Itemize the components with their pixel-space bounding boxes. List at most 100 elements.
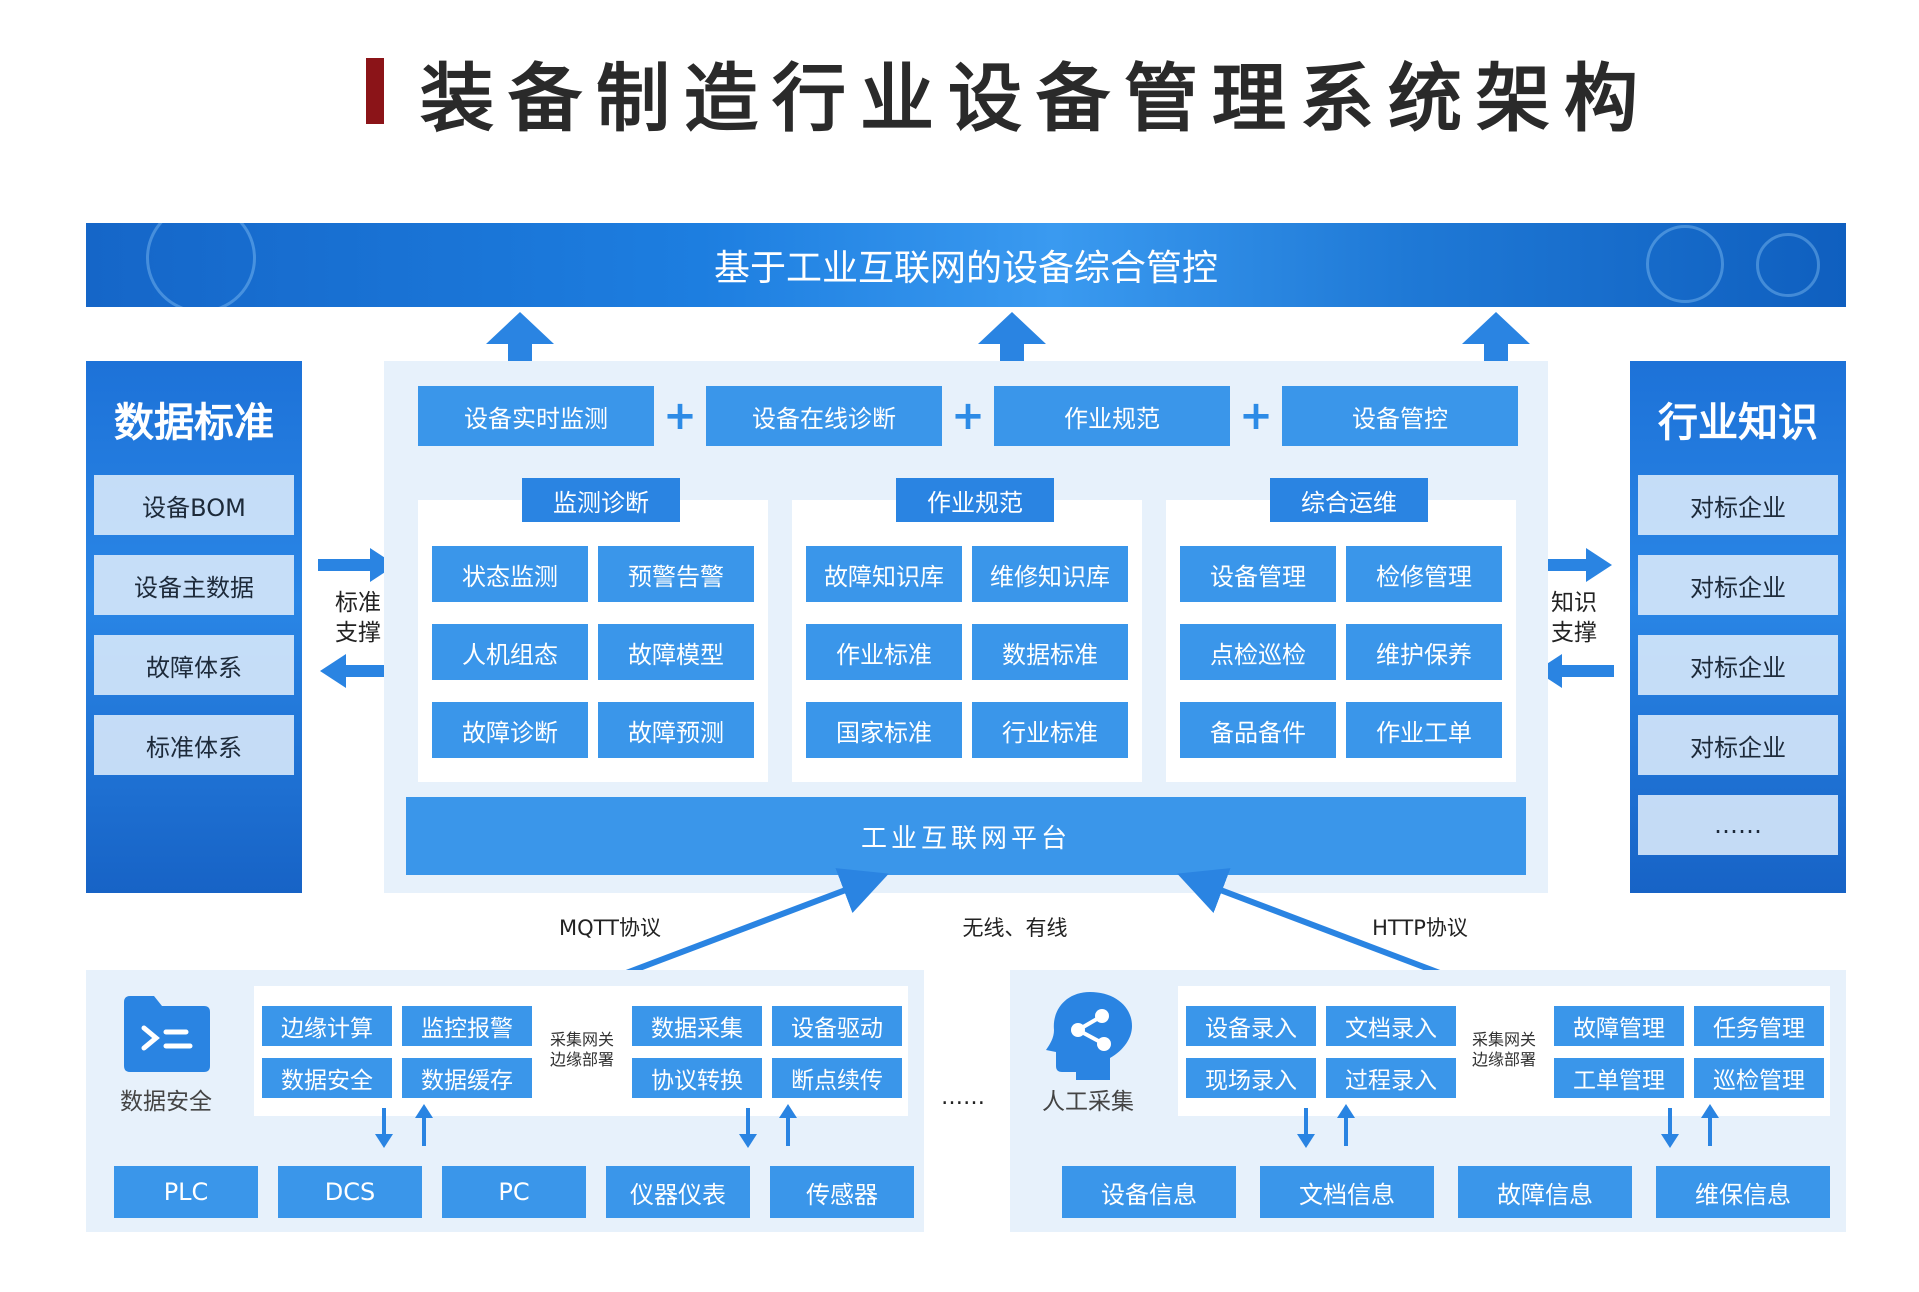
gateway-line: 采集网关	[549, 1030, 614, 1049]
plus-icon: +	[663, 393, 697, 439]
device-box: 传感器	[770, 1166, 914, 1218]
standard-item: 标准体系	[94, 715, 294, 775]
function-cell: 国家标准	[806, 702, 962, 758]
left-arrow-icon	[1536, 654, 1614, 688]
function-cell: 作业标准	[806, 624, 962, 680]
gateway-line: 边缘部署	[549, 1050, 614, 1069]
group-operations: 综合运维 设备管理 检修管理 点检巡检 维护保养 备品备件 作业工单	[1166, 478, 1516, 782]
function-cell: 状态监测	[432, 546, 588, 602]
standard-item: 设备主数据	[94, 555, 294, 615]
link-label-line: 知识	[1551, 590, 1597, 616]
info-box: 设备信息	[1062, 1166, 1236, 1218]
function-cell: 预警告警	[598, 546, 754, 602]
plus-icon: +	[951, 393, 985, 439]
up-arrow-icon	[1462, 312, 1530, 374]
function-cell: 点检巡检	[1180, 624, 1336, 680]
entry-cell: 巡检管理	[1694, 1058, 1824, 1098]
entry-cell: 现场录入	[1186, 1058, 1316, 1098]
device-box: DCS	[278, 1166, 422, 1218]
title-accent-bar	[366, 58, 384, 124]
function-cell: 作业工单	[1346, 702, 1502, 758]
gateway-line: 采集网关	[1471, 1030, 1536, 1049]
right-arrow-icon	[1534, 548, 1612, 582]
function-cell: 设备管理	[1180, 546, 1336, 602]
up-arrow-icon	[978, 312, 1046, 374]
benchmark-item: 对标企业	[1638, 555, 1838, 615]
device-box: 仪器仪表	[606, 1166, 750, 1218]
plus-icon: +	[1239, 393, 1273, 439]
link-label-line: 标准	[335, 590, 381, 616]
function-cell: 维修知识库	[972, 546, 1128, 602]
http-label: HTTP协议	[1372, 916, 1468, 940]
bidirectional-arrow-icon	[1661, 1104, 1719, 1148]
bidirectional-arrow-icon	[1297, 1104, 1355, 1148]
edge-cell: 监控报警	[402, 1006, 532, 1046]
benchmark-item: 对标企业	[1638, 475, 1838, 535]
link-label-line: 支撑	[335, 620, 381, 646]
banner: 基于工业互联网的设备综合管控	[86, 223, 1846, 307]
device-box: PC	[442, 1166, 586, 1218]
function-cell: 检修管理	[1346, 546, 1502, 602]
panel-title: 行业知识	[1658, 400, 1818, 446]
ellipsis: ……	[941, 1084, 985, 1110]
data-security-icon	[124, 996, 210, 1072]
panel-title: 数据标准	[114, 400, 274, 446]
group-title: 作业规范	[896, 478, 1054, 522]
standard-item: 故障体系	[94, 635, 294, 695]
edge-cell: 数据采集	[632, 1006, 762, 1046]
entry-cell: 故障管理	[1554, 1006, 1684, 1046]
up-arrow-icon	[486, 312, 554, 374]
bidirectional-arrow-icon	[375, 1104, 433, 1148]
function-cell: 备品备件	[1180, 702, 1336, 758]
bottom-left-panel: 数据安全 边缘计算 监控报警 数据安全 数据缓存 采集网关 边缘部署 数据采集 …	[86, 970, 924, 1232]
top-capability-box: 设备在线诊断	[706, 386, 942, 446]
info-box: 维保信息	[1656, 1166, 1830, 1218]
data-standard-panel: 数据标准 设备BOM 设备主数据 故障体系 标准体系	[86, 361, 302, 893]
edge-cell: 数据安全	[262, 1058, 392, 1098]
function-cell: 故障模型	[598, 624, 754, 680]
gateway-line: 边缘部署	[1471, 1050, 1536, 1069]
function-cell: 故障知识库	[806, 546, 962, 602]
banner-decor-ring	[1646, 225, 1724, 303]
standard-item: 设备BOM	[94, 475, 294, 535]
top-capability-box: 作业规范	[994, 386, 1230, 446]
function-cell: 故障预测	[598, 702, 754, 758]
benchmark-item: 对标企业	[1638, 715, 1838, 775]
benchmark-item: 对标企业	[1638, 635, 1838, 695]
manual-collection-icon	[1046, 992, 1132, 1080]
right-arrow-icon	[318, 548, 396, 582]
banner-decor-ring	[1756, 233, 1820, 297]
left-arrow-icon	[320, 654, 398, 688]
edge-cell: 设备驱动	[772, 1006, 902, 1046]
industry-knowledge-panel: 行业知识 对标企业 对标企业 对标企业 对标企业 ……	[1630, 361, 1846, 893]
manual-collection-label: 人工采集	[1042, 1089, 1134, 1115]
info-box: 故障信息	[1458, 1166, 1632, 1218]
top-capability-box: 设备实时监测	[418, 386, 654, 446]
banner-decor-ring	[146, 223, 256, 307]
gateway-label: 采集网关 边缘部署	[1464, 1030, 1544, 1070]
edge-cell: 断点续传	[772, 1058, 902, 1098]
bottom-right-panel: 人工采集 设备录入 文档录入 现场录入 过程录入 采集网关 边缘部署 故障管理 …	[1010, 970, 1846, 1232]
banner-title: 基于工业互联网的设备综合管控	[713, 248, 1218, 289]
entry-cell: 工单管理	[1554, 1058, 1684, 1098]
entry-cell: 过程录入	[1326, 1058, 1456, 1098]
network-label: 无线、有线	[962, 916, 1068, 940]
info-box: 文档信息	[1260, 1166, 1434, 1218]
iiot-platform-bar: 工业互联网平台	[406, 797, 1526, 875]
group-title: 综合运维	[1270, 478, 1428, 522]
entry-cell: 文档录入	[1326, 1006, 1456, 1046]
standard-support-label: 标准 支撑	[328, 588, 388, 648]
page-title: 装备制造行业设备管理系统架构	[420, 55, 1652, 142]
data-security-label: 数据安全	[120, 1089, 212, 1115]
link-label-line: 支撑	[1551, 620, 1597, 646]
edge-cell: 协议转换	[632, 1058, 762, 1098]
mqtt-label: MQTT协议	[559, 916, 661, 940]
function-cell: 行业标准	[972, 702, 1128, 758]
knowledge-support-label: 知识 支撑	[1544, 588, 1604, 648]
function-cell: 数据标准	[972, 624, 1128, 680]
group-monitoring: 监测诊断 状态监测 预警告警 人机组态 故障模型 故障诊断 故障预测	[418, 478, 768, 782]
function-cell: 人机组态	[432, 624, 588, 680]
function-cell: 故障诊断	[432, 702, 588, 758]
entry-cell: 任务管理	[1694, 1006, 1824, 1046]
group-operation-standard: 作业规范 故障知识库 维修知识库 作业标准 数据标准 国家标准 行业标准	[792, 478, 1142, 782]
